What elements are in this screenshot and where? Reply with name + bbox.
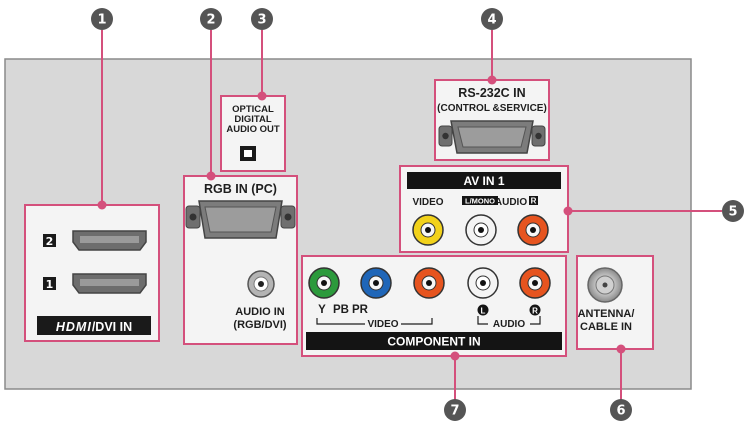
optical-port[interactable] bbox=[240, 146, 256, 161]
av-in-mono-tag: L/MONO bbox=[465, 197, 495, 206]
av-in-mono-tag-bg bbox=[462, 196, 498, 205]
svg-text:1: 1 bbox=[97, 13, 106, 28]
hdmi-slot-2-badge bbox=[43, 234, 56, 247]
av-in-audio-right-jack[interactable] bbox=[517, 214, 549, 246]
svg-text:6: 6 bbox=[616, 404, 625, 419]
antenna-label-1: ANTENNA/ bbox=[578, 308, 635, 320]
hdmi-label: HDMI/DVI IN bbox=[56, 320, 132, 334]
rs232c-port[interactable] bbox=[438, 120, 546, 154]
antenna-label-2: CABLE IN bbox=[580, 321, 632, 333]
hdmi-port-1[interactable] bbox=[72, 273, 147, 294]
callout-1: 1 bbox=[91, 8, 113, 30]
component-video-bracket bbox=[316, 318, 433, 325]
component-audio-left-jack[interactable] bbox=[467, 267, 499, 299]
component-left-tag-bg bbox=[477, 304, 489, 316]
leader-dots bbox=[97, 75, 626, 361]
component-pb-jack[interactable] bbox=[360, 267, 392, 299]
callout-2: 2 bbox=[200, 8, 222, 30]
callout-3: 3 bbox=[251, 8, 273, 30]
hdmi-logo-text: HDMI bbox=[56, 320, 92, 334]
rgb-audio-label-2: (RGB/DVI) bbox=[233, 319, 287, 331]
av-in-audio-label: AUDIO bbox=[495, 197, 527, 208]
optical-label-2: DIGITAL bbox=[234, 114, 271, 125]
component-left-tag: L bbox=[481, 307, 486, 316]
rgb-audio-label-1: AUDIO IN bbox=[235, 306, 285, 318]
antenna-box bbox=[576, 255, 654, 350]
av-in-right-tag-bg bbox=[529, 196, 538, 205]
component-video-label: VIDEO bbox=[367, 319, 398, 330]
rs232c-subtitle: (CONTROL &SERVICE) bbox=[437, 103, 547, 114]
av-in-video-label: VIDEO bbox=[412, 197, 443, 208]
component-right-tag-bg bbox=[529, 304, 541, 316]
hdmi-slot-1-number: 1 bbox=[46, 278, 54, 291]
hdmi-label-bar bbox=[37, 316, 151, 335]
component-title-bar bbox=[306, 332, 562, 350]
av-in-right-tag: R bbox=[531, 197, 537, 206]
rgb-title: RGB IN (PC) bbox=[204, 182, 277, 196]
callout-7: 7 bbox=[444, 399, 466, 421]
hdmi-port-2[interactable] bbox=[72, 230, 147, 251]
component-pr-jack[interactable] bbox=[413, 267, 445, 299]
av-in-audio-left-jack[interactable] bbox=[465, 214, 497, 246]
av-in-title-bar bbox=[407, 172, 561, 189]
component-y-label: Y bbox=[318, 304, 326, 316]
svg-text:7: 7 bbox=[450, 404, 459, 419]
callout-5: 5 bbox=[722, 200, 744, 222]
rs232c-title: RS-232C IN bbox=[458, 86, 525, 100]
hdmi-slot-1-badge bbox=[43, 277, 56, 290]
component-audio-bracket bbox=[477, 316, 541, 325]
hdmi-slot-2-number: 2 bbox=[46, 235, 54, 248]
svg-text:3: 3 bbox=[257, 13, 266, 28]
av-in-title: AV IN 1 bbox=[463, 174, 504, 188]
av-in-video-jack[interactable] bbox=[412, 214, 444, 246]
optical-label-3: AUDIO OUT bbox=[226, 124, 280, 135]
component-right-tag: R bbox=[532, 307, 538, 316]
callout-6: 6 bbox=[610, 399, 632, 421]
component-pr-label: PR bbox=[352, 304, 369, 316]
svg-text:5: 5 bbox=[728, 205, 737, 220]
component-y-jack[interactable] bbox=[308, 267, 340, 299]
component-pb-label: PB bbox=[333, 304, 349, 316]
rgb-dsub-port[interactable] bbox=[185, 200, 296, 239]
component-audio-right-jack[interactable] bbox=[519, 267, 551, 299]
svg-text:4: 4 bbox=[487, 13, 496, 28]
component-title: COMPONENT IN bbox=[387, 335, 480, 349]
antenna-coax-port[interactable] bbox=[587, 267, 623, 303]
svg-text:2: 2 bbox=[206, 13, 215, 28]
optical-label-1: OPTICAL bbox=[232, 104, 274, 115]
callout-4: 4 bbox=[481, 8, 503, 30]
rgb-audio-jack[interactable] bbox=[247, 270, 275, 298]
hdmi-label-suffix: /DVI IN bbox=[92, 320, 132, 334]
leader-lines bbox=[101, 30, 722, 400]
component-audio-label: AUDIO bbox=[493, 319, 525, 330]
